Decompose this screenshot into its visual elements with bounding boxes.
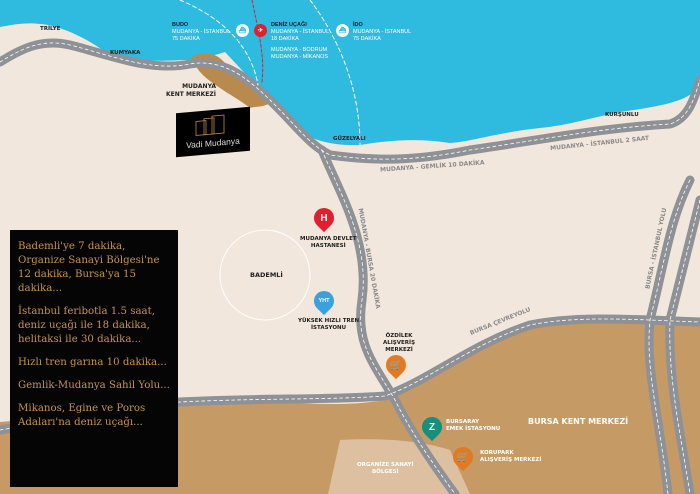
line: MUDANYA - BODRUM bbox=[271, 46, 328, 53]
info-line: Hızlı tren garına 10 dakika... bbox=[18, 357, 167, 368]
line: ÖZDİLEK bbox=[385, 333, 413, 339]
label-bademli: BADEMLİ bbox=[250, 271, 283, 279]
train-station-pin-icon[interactable]: YHT bbox=[309, 286, 339, 316]
line: MUDANYA DEVLET bbox=[300, 236, 357, 242]
line: ALIŞVERİŞ MERKEZİ bbox=[480, 456, 542, 463]
label-bursa-center: BURSA KENT MERKEZİ bbox=[528, 417, 629, 426]
line: MUDANYA bbox=[182, 83, 216, 90]
line: KENT MERKEZİ bbox=[166, 90, 216, 98]
sea bbox=[0, 0, 700, 146]
line: 75 DAKİKA bbox=[172, 35, 200, 42]
line: MERKEZİ bbox=[385, 346, 413, 353]
info-line: Bademli'ye 7 dakika, Organize Sanayi Böl… bbox=[18, 241, 160, 294]
line: MUDANYA - MİKANOS bbox=[271, 53, 329, 60]
line: MUDANYA - İSTANBUL bbox=[172, 28, 231, 35]
name: BUDO bbox=[172, 22, 189, 28]
label-trilye: TRİLYE bbox=[40, 26, 61, 32]
line: 75 DAKİKA bbox=[353, 35, 381, 42]
hospital-icon: H bbox=[320, 212, 328, 224]
line: HASTANESİ bbox=[310, 242, 346, 249]
line: YÜKSEK HIZLI TREN bbox=[298, 318, 360, 324]
line: KORUPARK bbox=[480, 450, 514, 456]
budo-route bbox=[179, 0, 259, 86]
korupark-shopping-pin-icon[interactable]: 🛒 bbox=[448, 442, 478, 472]
name: İDO bbox=[353, 22, 363, 28]
line: ORGANİZE SANAYİ bbox=[357, 462, 414, 468]
ido-route bbox=[309, 0, 361, 146]
label-kursunlu: KURŞUNLU bbox=[605, 112, 639, 118]
cart-icon: 🛒 bbox=[389, 359, 403, 371]
hospital-pin-icon[interactable]: H bbox=[309, 203, 339, 233]
name: DENİZ UÇAĞI bbox=[271, 22, 307, 28]
line: MUDANYA - İSTANBUL bbox=[271, 28, 330, 35]
info-line: İstanbul feribotla 1.5 saat, deniz uçağı… bbox=[18, 306, 155, 345]
cart-icon: 🛒 bbox=[456, 451, 470, 463]
seaplane-icon: ✈ bbox=[254, 24, 267, 37]
line: ALIŞVERİŞ bbox=[383, 339, 416, 346]
bursaray-pin-icon[interactable]: Z bbox=[417, 412, 447, 442]
info-line: Gemlik-Mudanya Sahil Yolu... bbox=[18, 380, 170, 391]
label-guzelyali: GÜZELYALI bbox=[333, 136, 366, 142]
line: BURSARAY bbox=[446, 419, 480, 425]
line: MUDANYA - İSTANBUL bbox=[353, 28, 412, 35]
seaplane-route bbox=[251, 0, 264, 83]
building-icon bbox=[195, 114, 225, 136]
line: EMEK İSTASYONU bbox=[446, 425, 501, 432]
line: İSTASYONU bbox=[310, 324, 347, 331]
line: 18 DAKİKA bbox=[271, 35, 299, 42]
bademli-circle bbox=[219, 229, 311, 321]
train-icon: YHT bbox=[318, 298, 330, 304]
ferry-icon: ⛴ bbox=[336, 24, 349, 37]
ozdilek-shopping-pin-icon[interactable]: 🛒 bbox=[381, 350, 411, 380]
line: BÖLGESİ bbox=[371, 468, 399, 475]
info-line: Mikanos, Egine ve Poros Adaları'na deniz… bbox=[18, 403, 146, 428]
ferry-icon: ⛴ bbox=[236, 24, 249, 37]
metro-icon: Z bbox=[428, 421, 436, 433]
vadi-mudanya-logo: Vadi Mudanya bbox=[176, 106, 250, 158]
info-panel: Bademli'ye 7 dakika, Organize Sanayi Böl… bbox=[10, 230, 178, 487]
label-kumyaka: KUMYAKA bbox=[110, 50, 141, 56]
osb-area bbox=[328, 439, 470, 494]
